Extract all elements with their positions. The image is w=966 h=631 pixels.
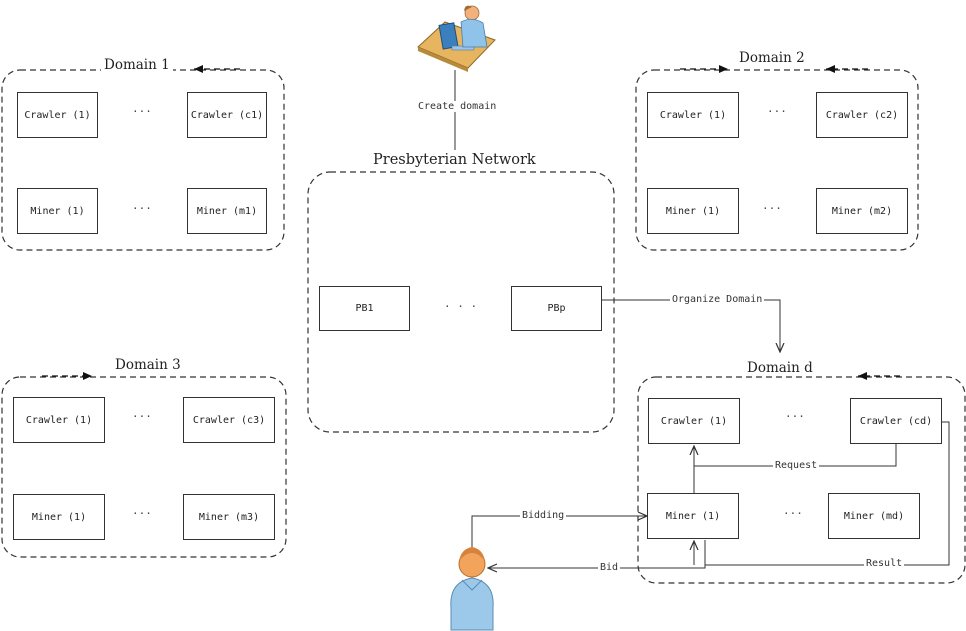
admin-at-desk-icon — [417, 5, 496, 72]
network-ellipsis: . . . — [444, 297, 478, 310]
domain-d-crawler-first: Crawler (1) — [648, 398, 740, 444]
result-label: Result — [864, 558, 905, 569]
domain-2-miner-ellipsis: ... — [762, 199, 782, 212]
domain-2-crawler-first: Crawler (1) — [647, 92, 739, 138]
domain-3-title: Domain 3 — [112, 357, 184, 373]
domain-d-frame — [637, 376, 966, 584]
domain-1-crawler-last: Crawler (c1) — [187, 92, 267, 138]
domain-3-crawler-ellipsis: ... — [132, 407, 152, 420]
create-domain-label: Create domain — [416, 101, 499, 112]
network-node-pbp: PBp — [511, 286, 602, 331]
domain-2-miner-first: Miner (1) — [647, 188, 739, 234]
domain-3-miner-ellipsis: ... — [132, 504, 152, 517]
domain-1-title: Domain 1 — [101, 57, 173, 73]
domain-d-miner-last: Miner (md) — [828, 493, 920, 539]
domain-3-crawler-first: Crawler (1) — [13, 397, 105, 443]
domain-2-miner-last: Miner (m2) — [816, 188, 908, 234]
domain-d-crawler-last: Crawler (cd) — [850, 398, 942, 444]
domain-2-frame — [635, 69, 919, 251]
domain-d-title: Domain d — [744, 360, 816, 376]
domain-3-miner-first: Miner (1) — [13, 494, 105, 540]
domain-d-miner-first: Miner (1) — [647, 493, 739, 539]
domain-3-frame — [1, 376, 287, 558]
domain-1-crawler-ellipsis: ... — [132, 102, 152, 115]
domain-d-miner-ellipsis: ... — [783, 504, 803, 517]
request-label: Request — [773, 460, 820, 471]
domain-1-miner-ellipsis: ... — [132, 199, 152, 212]
network-title: Presbyterian Network — [370, 152, 539, 168]
domain-3-miner-last: Miner (m3) — [183, 494, 275, 540]
domain-1-miner-first: Miner (1) — [17, 188, 98, 234]
pbp-label: PBp — [547, 303, 566, 314]
user-person-icon — [450, 547, 494, 631]
bidding-edge — [471, 516, 647, 548]
network-node-pb1: PB1 — [319, 286, 410, 331]
bid-label: Bid — [598, 562, 621, 573]
network-frame — [307, 171, 615, 433]
domain-d-crawler-ellipsis: ... — [785, 407, 805, 420]
domain-3-crawler-last: Crawler (c3) — [183, 397, 275, 443]
domain-1-crawler-first: Crawler (1) — [17, 92, 98, 138]
organize-domain-label: Organize Domain — [670, 294, 765, 305]
domain-1-miner-last: Miner (m1) — [187, 188, 267, 234]
bidding-label: Bidding — [520, 510, 567, 521]
domain-2-crawler-ellipsis: ... — [767, 102, 787, 115]
domain-2-crawler-last: Crawler (c2) — [816, 92, 908, 138]
bid-edge — [488, 548, 706, 568]
domain-2-title: Domain 2 — [736, 50, 808, 66]
pb1-label: PB1 — [355, 303, 374, 314]
organize-domain-edge — [601, 299, 780, 352]
